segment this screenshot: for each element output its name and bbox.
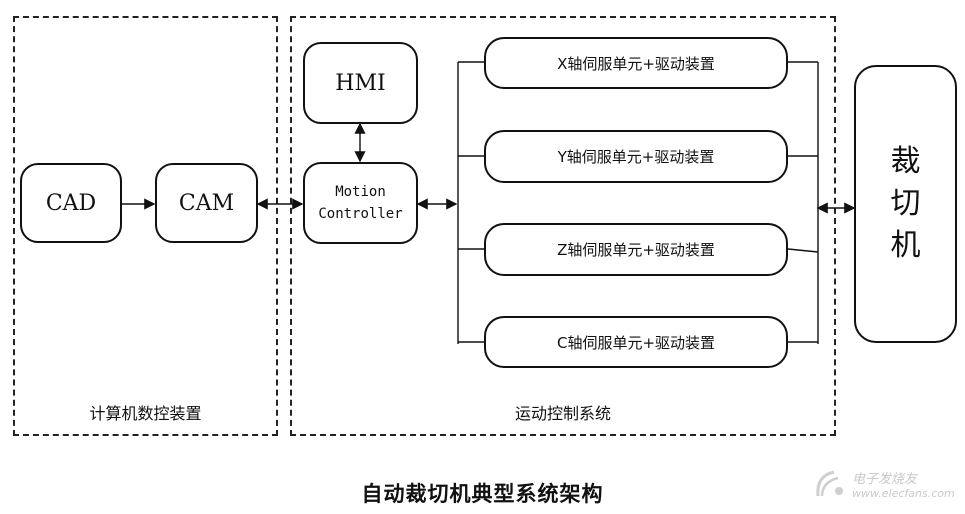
cam-node: CAM	[155, 163, 258, 243]
servo-x-node: X轴伺服单元+驱动装置	[484, 37, 788, 89]
hmi-label: HMI	[335, 70, 386, 96]
motion-region-label: 运动控制系统	[514, 404, 611, 423]
servo-y-label: Y轴伺服单元+驱动装置	[557, 148, 715, 166]
servo-c-label: C轴伺服单元+驱动装置	[556, 333, 716, 352]
servo-c-node: C轴伺服单元+驱动装置	[484, 316, 788, 368]
watermark-url: www.elecfans.com	[852, 487, 955, 500]
cam-label: CAM	[178, 190, 235, 216]
servo-x-label: X轴伺服单元+驱动装置	[557, 54, 715, 73]
machine-char-1: 裁	[890, 144, 921, 179]
cutting-machine-node: 裁 切 机	[854, 65, 957, 343]
cnc-region-label: 计算机数控装置	[89, 404, 202, 423]
motion-controller-label: Motion Controller	[318, 184, 403, 222]
servo-z-node: Z轴伺服单元+驱动装置	[484, 223, 788, 276]
machine-char-2: 切	[890, 186, 921, 221]
cnc-region	[13, 16, 278, 436]
motion-control-region	[290, 16, 836, 436]
cad-node: CAD	[20, 163, 122, 243]
watermark: 电子发烧友 www.elecfans.com	[812, 460, 962, 508]
motion-controller-node: Motion Controller	[303, 162, 418, 244]
hmi-node: HMI	[303, 42, 418, 124]
servo-z-label: Z轴伺服单元+驱动装置	[557, 241, 715, 259]
machine-char-3: 机	[890, 228, 921, 263]
servo-y-node: Y轴伺服单元+驱动装置	[484, 130, 788, 183]
watermark-logo-icon	[816, 470, 843, 497]
figure-caption: 自动裁切机典型系统架构	[361, 482, 604, 506]
watermark-brand: 电子发烧友	[852, 472, 918, 487]
cad-label: CAD	[45, 190, 97, 216]
